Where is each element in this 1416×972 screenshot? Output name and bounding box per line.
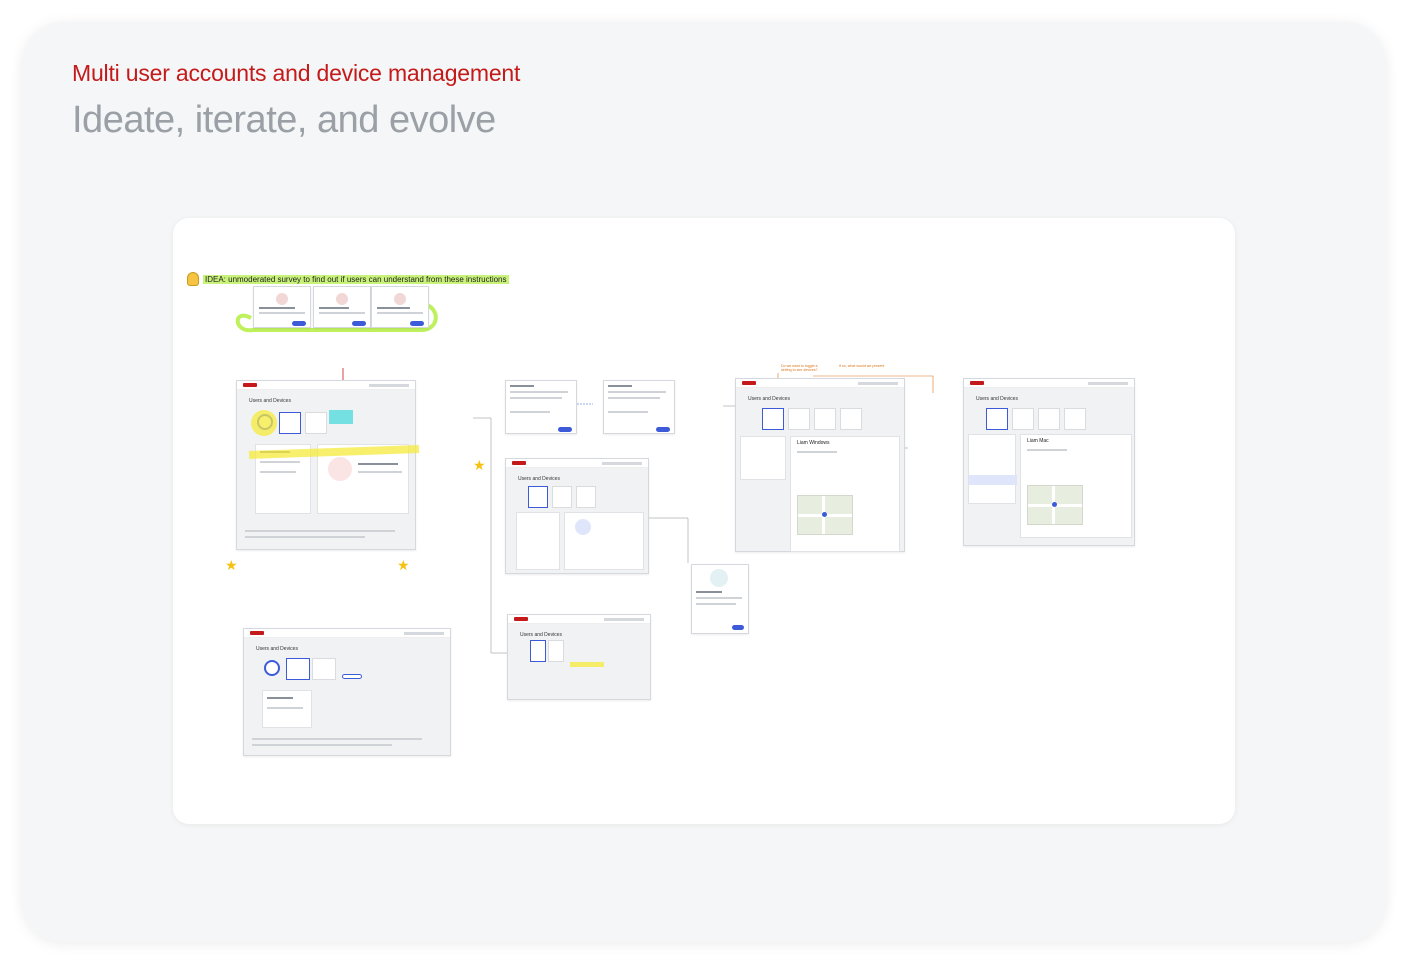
idea-callout: IDEA: unmoderated survey to find out if … bbox=[187, 272, 509, 286]
user-tile[interactable] bbox=[762, 408, 784, 430]
annotation: If so, what would we present bbox=[839, 364, 885, 368]
mock-heading: Users and Devices bbox=[518, 476, 560, 482]
device-name: Liam Windows bbox=[797, 440, 830, 446]
user-tile[interactable] bbox=[305, 412, 327, 434]
device-list bbox=[516, 512, 560, 570]
ok-button[interactable] bbox=[732, 625, 744, 630]
device-map bbox=[1027, 485, 1083, 525]
user-tile[interactable] bbox=[552, 486, 572, 508]
device-list bbox=[968, 434, 1017, 504]
device-list bbox=[262, 690, 312, 728]
user-tile[interactable] bbox=[530, 640, 546, 662]
continue-button[interactable] bbox=[352, 321, 366, 326]
device-list bbox=[740, 436, 786, 480]
users-devices-mock: Users and Devices bbox=[507, 614, 651, 700]
lightbulb-icon bbox=[187, 272, 199, 286]
illustration bbox=[394, 293, 406, 305]
annotation: Do we want to toggle a setting to see de… bbox=[781, 364, 818, 373]
section-eyebrow: Multi user accounts and device managemen… bbox=[72, 60, 521, 86]
user-tile[interactable] bbox=[576, 486, 596, 508]
survey-card bbox=[253, 286, 311, 328]
survey-card bbox=[371, 286, 429, 328]
device-detail: Liam Mac bbox=[1020, 434, 1132, 538]
survey-card bbox=[313, 286, 371, 328]
add-device-dialog bbox=[603, 380, 675, 434]
send-button[interactable] bbox=[656, 427, 670, 432]
user-tile[interactable] bbox=[528, 486, 548, 508]
users-devices-mock: Users and Devices bbox=[505, 458, 649, 574]
user-tile[interactable] bbox=[548, 640, 564, 662]
illustration bbox=[336, 293, 348, 305]
mock-heading: Users and Devices bbox=[748, 396, 790, 402]
highlight bbox=[251, 410, 277, 436]
continue-button[interactable] bbox=[292, 321, 306, 326]
user-tile[interactable] bbox=[1012, 408, 1034, 430]
device-detail bbox=[564, 512, 644, 570]
illustration bbox=[276, 293, 288, 305]
users-devices-mock: Users and Devices bbox=[243, 628, 451, 756]
device-map bbox=[797, 495, 853, 535]
user-tile[interactable] bbox=[1064, 408, 1086, 430]
star-icon: ★ bbox=[225, 557, 238, 573]
users-devices-mock: Users and Devices bbox=[236, 380, 420, 550]
send-button[interactable] bbox=[558, 427, 572, 432]
highlight bbox=[570, 662, 604, 667]
invite-button[interactable] bbox=[342, 674, 362, 679]
user-tile[interactable] bbox=[788, 408, 810, 430]
device-name: Liam Mac bbox=[1027, 438, 1049, 444]
add-device-dialog bbox=[505, 380, 577, 434]
user-tile[interactable] bbox=[986, 408, 1008, 430]
device-detail: Liam Windows bbox=[790, 436, 900, 552]
users-devices-mock: Users and Devices Liam Mac bbox=[963, 378, 1135, 546]
mock-heading: Users and Devices bbox=[976, 396, 1018, 402]
design-board: IDEA: unmoderated survey to find out if … bbox=[173, 218, 1235, 824]
user-tile[interactable] bbox=[312, 658, 336, 680]
highlight bbox=[329, 410, 353, 424]
user-tile[interactable] bbox=[286, 658, 310, 680]
section-heading: Ideate, iterate, and evolve bbox=[72, 99, 496, 141]
idea-label: IDEA: unmoderated survey to find out if … bbox=[203, 274, 509, 284]
users-devices-mock: Users and Devices Liam Windows bbox=[735, 378, 905, 552]
user-tile[interactable] bbox=[840, 408, 862, 430]
mock-heading: Users and Devices bbox=[256, 646, 298, 652]
user-tile[interactable] bbox=[1038, 408, 1060, 430]
device-count-ring bbox=[264, 660, 280, 676]
mock-heading: Users and Devices bbox=[249, 398, 291, 404]
star-icon: ★ bbox=[473, 457, 486, 473]
continue-button[interactable] bbox=[410, 321, 424, 326]
user-tile[interactable] bbox=[814, 408, 836, 430]
star-icon: ★ bbox=[397, 557, 410, 573]
user-tile[interactable] bbox=[279, 412, 301, 434]
mock-heading: Users and Devices bbox=[520, 632, 562, 638]
download-dialog bbox=[691, 564, 749, 634]
